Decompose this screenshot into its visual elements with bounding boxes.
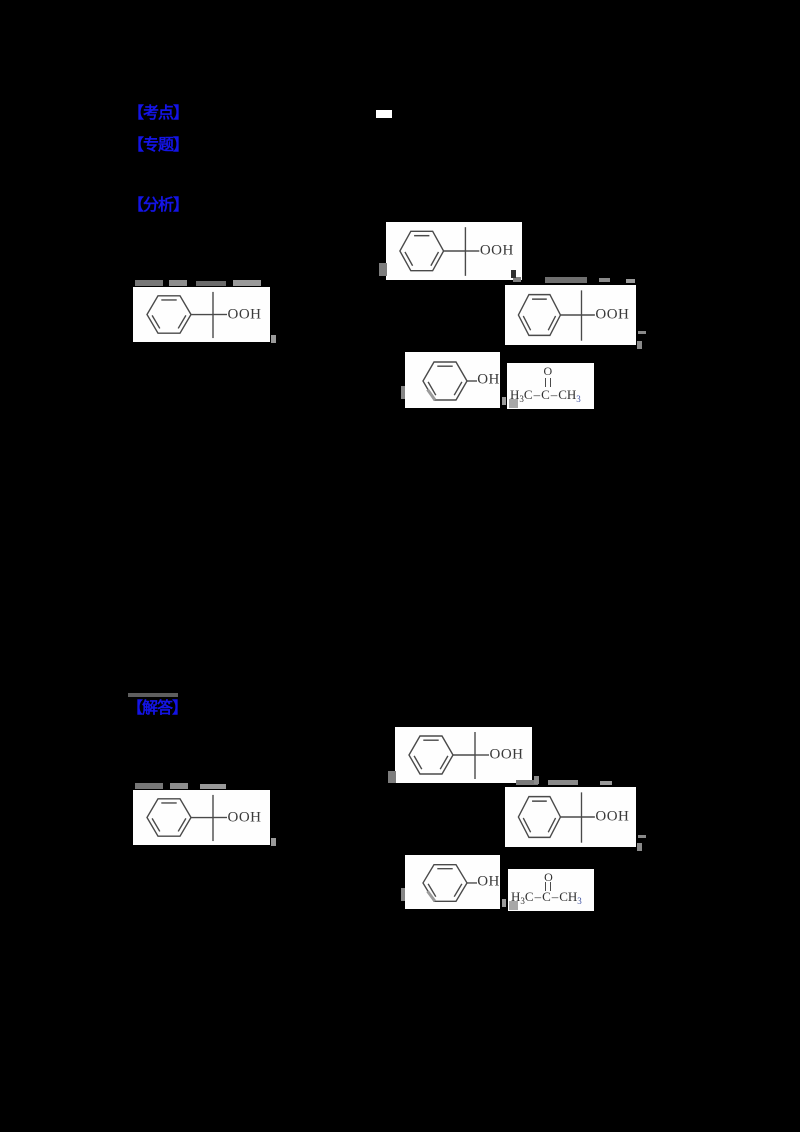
- text-remnant: [513, 277, 521, 282]
- formula-part: C: [541, 387, 550, 402]
- formula-part: C: [542, 889, 551, 904]
- acetone-structure: O H3C–C–CH3: [508, 869, 594, 911]
- text-remnant: [128, 693, 178, 697]
- tag-exam-point: 【考点】: [128, 103, 189, 122]
- bond-dash: –: [534, 889, 542, 904]
- text-remnant: [638, 331, 646, 334]
- benzene-ring-drawing: [517, 792, 595, 843]
- bond-dash: –: [550, 387, 558, 402]
- comma-mark: [637, 843, 642, 851]
- text-remnant: [200, 784, 226, 789]
- text-remnant: [135, 280, 163, 286]
- comma-mark: [502, 899, 506, 907]
- ooh-label: OOH: [489, 746, 524, 763]
- cumene-hydroperoxide-structure: OOH: [386, 222, 522, 280]
- oxygen-label: O: [544, 870, 553, 884]
- cumene-hydroperoxide-structure: OOH: [505, 787, 636, 847]
- text-remnant: [599, 278, 610, 282]
- text-remnant: [388, 771, 396, 783]
- benzene-ring-drawing: [399, 227, 480, 276]
- ooh-label: OOH: [595, 306, 630, 323]
- tag-topic: 【专题】: [128, 135, 189, 154]
- formula-subscript: 3: [519, 394, 524, 404]
- phenol-structure: OH: [405, 855, 500, 909]
- comma-mark: [271, 335, 276, 343]
- text-remnant: [233, 280, 261, 286]
- formula-part: C: [524, 889, 534, 904]
- ooh-label: OOH: [227, 306, 262, 322]
- bond-dash: –: [551, 889, 559, 904]
- comma-mark: [511, 270, 516, 278]
- text-remnant: [509, 399, 518, 408]
- cumene-hydroperoxide-structure: OOH: [505, 285, 636, 345]
- ooh-label: OOH: [227, 809, 262, 825]
- bond-dash: –: [533, 387, 541, 402]
- white-dash: [376, 110, 392, 118]
- oxygen-label: O: [543, 364, 553, 378]
- benzene-ring-drawing: [146, 291, 227, 339]
- text-remnant: [509, 901, 518, 910]
- text-remnant: [379, 263, 387, 276]
- text-remnant: [548, 780, 578, 785]
- formula-part: H: [510, 387, 520, 402]
- comma-mark: [502, 397, 506, 405]
- tag-analysis: 【分析】: [128, 195, 189, 214]
- text-remnant: [169, 280, 187, 286]
- cumene-hydroperoxide-structure: OOH: [133, 790, 270, 845]
- oh-label: OH: [477, 371, 500, 388]
- phenol-structure: OH: [405, 352, 500, 408]
- ooh-label: OOH: [595, 808, 630, 825]
- ooh-label: OOH: [479, 242, 514, 259]
- text-remnant: [516, 780, 538, 785]
- benzene-ring-drawing: [517, 290, 595, 341]
- comma-mark: [271, 838, 276, 846]
- double-bond-icon: [545, 882, 552, 891]
- formula-subscript: 3: [576, 394, 581, 404]
- acetone-structure: O H3C–C–CH3: [507, 363, 594, 409]
- formula-subscript: 3: [577, 896, 582, 906]
- acetone-formula: H3C–C–CH3: [510, 387, 581, 404]
- text-remnant: [170, 783, 188, 789]
- oh-label: OH: [477, 873, 500, 890]
- text-remnant: [545, 277, 587, 283]
- double-bond-icon: [544, 378, 551, 387]
- benzene-ring-drawing: [408, 732, 489, 779]
- comma-mark: [534, 776, 539, 784]
- text-remnant: [626, 279, 635, 283]
- text-remnant: [401, 888, 405, 901]
- text-remnant: [638, 835, 646, 838]
- tag-answer: 【解答】: [127, 698, 188, 717]
- text-remnant: [196, 281, 226, 286]
- formula-part: CH: [559, 889, 578, 904]
- formula-part: H: [511, 889, 521, 904]
- formula-subscript: 3: [520, 896, 525, 906]
- formula-part: CH: [558, 387, 577, 402]
- text-remnant: [135, 783, 163, 789]
- acetone-formula: H3C–C–CH3: [511, 889, 582, 906]
- text-remnant: [401, 386, 405, 399]
- benzene-ring-drawing: [422, 361, 477, 401]
- cumene-hydroperoxide-structure: OOH: [395, 727, 532, 783]
- benzene-ring-drawing: [146, 794, 227, 842]
- cumene-hydroperoxide-structure: OOH: [133, 287, 270, 342]
- benzene-ring-drawing: [422, 863, 477, 903]
- comma-mark: [637, 341, 642, 349]
- text-remnant: [600, 781, 612, 785]
- formula-part: C: [523, 387, 533, 402]
